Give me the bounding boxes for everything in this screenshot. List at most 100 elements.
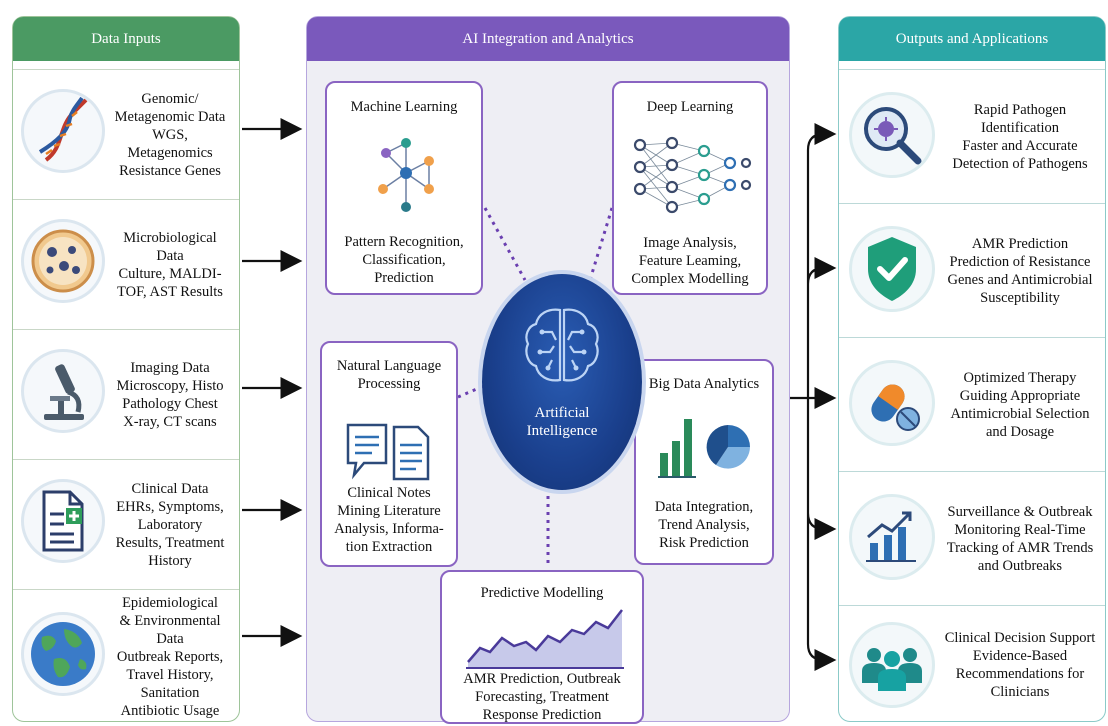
microscope-icon [21,349,105,433]
text-line: Monitoring Real-Time [954,521,1086,538]
input-text-microbiological: Microbiological Data Culture, MALDI- TOF… [105,200,235,329]
text-line: Tracking of AMR Trends [946,539,1094,556]
output-item-surveillance: Surveillance & Outbreak Monitoring Real-… [839,471,1105,605]
text-line: Recommendations for [955,665,1085,682]
text-line: Clinical Notes [347,485,431,501]
text-line: Response Prediction [482,707,602,723]
deep-learning-title: Deep Learning [646,99,734,115]
text-line: Classification, [362,252,446,268]
text-line: Pattern Recognition, [344,234,464,250]
text-line: WGS, [152,126,188,143]
data-inputs-panel: Data Inputs Genomic/ Metagenomic Data WG… [12,16,240,722]
documents-icon [346,423,430,481]
predictive-modelling-desc: AMR Prediction, Outbreak Forecasting, Tr… [442,670,642,724]
link-ml [483,207,527,281]
text-line: Trend Analysis, [658,517,750,533]
text-line: Data [156,247,184,264]
text-line: tion Extraction [345,539,433,555]
magnifier-pathogen-icon [849,92,935,178]
text-line: Susceptibility [980,289,1060,306]
text-line: Prediction [374,270,434,286]
brain-circuit-icon [525,308,599,382]
text-line: Natural Language [336,358,442,374]
output-text-surveillance: Surveillance & Outbreak Monitoring Real-… [937,472,1103,605]
people-group-icon [849,622,935,708]
input-text-genomic: Genomic/ Metagenomic Data WGS, Metagenom… [105,70,235,199]
big-data-analytics-box: Big Data Analytics Data Integration, Tre… [634,359,774,565]
text-line: Risk Prediction [659,535,749,551]
deep-learning-box: Deep Learning Image Analysis, Feature Le… [612,81,768,295]
trend-line-icon [466,609,624,669]
big-data-analytics-desc: Data Integration, Trend Analysis, Risk P… [636,498,772,552]
artificial-intelligence-core: Artificial Intelligence [482,274,642,490]
text-line: Metagenomic Data [114,108,226,125]
predictive-modelling-title: Predictive Modelling [480,585,604,601]
text-line: Results, Treatment [115,534,225,551]
outputs-panel: Outputs and Applications Rapid Pathogen … [838,16,1106,722]
text-line: Forecasting, Treatment [475,689,609,705]
text-line: Surveillance & Outbreak [947,503,1093,520]
text-line: & Environmental [119,612,221,629]
input-text-imaging: Imaging Data Microscopy, Histo Pathology… [105,330,235,459]
bar-pie-icon [658,419,750,478]
text-line: Imaging Data [130,359,210,376]
text-line: Genomic/ [141,90,199,107]
artificial-intelligence-label: Artificial Intelligence [482,404,642,440]
data-inputs-header: Data Inputs [13,17,239,61]
text-line: Processing [357,376,421,392]
text-line: Image Analysis, [643,235,737,251]
text-line: Faster and Accurate [962,137,1078,154]
globe-icon [21,612,105,696]
big-data-analytics-title: Big Data Analytics [648,376,760,392]
text-line: Resistance Genes [119,162,221,179]
outputs-header: Outputs and Applications [839,17,1105,61]
output-item-amr-prediction: AMR Prediction Prediction of Resistance … [839,203,1105,337]
text-line: Optimized Therapy [963,369,1077,386]
output-text-therapy: Optimized Therapy Guiding Appropriate An… [937,338,1103,471]
text-line: Travel History, [126,666,214,683]
text-line: Detection of Pathogens [952,155,1088,172]
text-line: and Dosage [985,423,1055,440]
text-line: EHRs, Symptoms, [116,498,224,515]
text-line: Epidemiological [122,594,218,611]
output-item-pathogen-id: Rapid Pathogen Identification Faster and… [839,69,1105,203]
input-item-imaging: Imaging Data Microscopy, Histo Pathology… [13,329,239,459]
text-line: Guiding Appropriate [959,387,1081,404]
text-line: Feature Leaming, [638,253,742,269]
input-item-genomic: Genomic/ Metagenomic Data WGS, Metagenom… [13,69,239,199]
nlp-title: Natural Language Processing [322,357,456,393]
trend-chart-icon [849,494,935,580]
text-line: Antimicrobial Selection [950,405,1090,422]
text-line: History [148,552,192,569]
medical-record-icon [21,479,105,563]
nlp-box: Natural Language Processing Clinical Not… [320,341,458,567]
text-line: Mining Literature [337,503,441,519]
shield-check-icon [849,226,935,312]
machine-learning-title: Machine Learning [350,99,458,115]
output-bus [806,132,825,662]
text-line: Analysis, Informa- [334,521,444,537]
text-line: Clinical Decision Support [944,629,1096,646]
text-line: Complex Modelling [631,271,749,287]
predictive-modelling-box: Predictive Modelling AMR Prediction, Out… [440,570,644,724]
text-line: Sanitation [140,684,200,701]
deep-learning-desc: Image Analysis, Feature Leaming, Complex… [614,234,766,288]
text-line: Prediction of Resistance [949,253,1091,270]
text-line: AMR Prediction [971,235,1069,252]
input-item-microbiological: Microbiological Data Culture, MALDI- TOF… [13,199,239,329]
text-line: Antibiotic Usage [120,702,220,719]
ai-integration-header: AI Integration and Analytics [307,17,789,61]
output-text-amr-prediction: AMR Prediction Prediction of Resistance … [937,204,1103,337]
text-line: Data Integration, [654,499,754,515]
text-line: Identification [980,119,1060,136]
input-item-epidemiological: Epidemiological & Environmental Data Out… [13,589,239,723]
machine-learning-desc: Pattern Recognition, Classification, Pre… [327,233,481,287]
input-text-epidemiological: Epidemiological & Environmental Data Out… [105,590,235,723]
link-nlp [457,383,487,399]
text-line: Evidence-Based [972,647,1068,664]
input-item-clinical: Clinical Data EHRs, Symptoms, Laboratory… [13,459,239,589]
text-line: and Outbreaks [977,557,1063,574]
text-line: AMR Prediction, Outbreak [463,671,621,687]
text-line: Laboratory [137,516,203,533]
pill-icon [849,360,935,446]
